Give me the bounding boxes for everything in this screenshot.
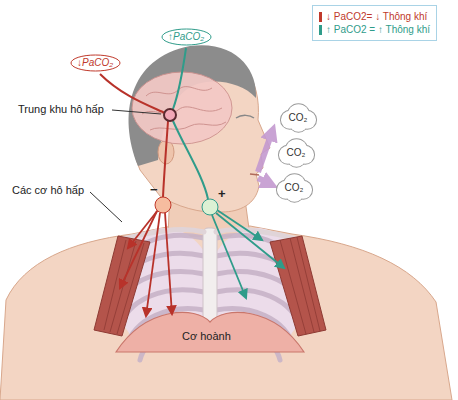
- respiratory-muscle: [94, 236, 326, 336]
- part-label: Trung khu hô hấp: [18, 103, 104, 116]
- legend-text: ↓ PaCO2= ↓ Thông khí: [326, 11, 427, 22]
- node-text: CO₂: [289, 112, 308, 124]
- stimulate-pathway: [173, 48, 186, 109]
- part-label: Các cơ hô hấp: [12, 184, 84, 197]
- cloud-fill: [283, 174, 305, 196]
- node-text: CO₂: [287, 147, 306, 159]
- node-text: ↓PaCO₂: [77, 57, 113, 69]
- diaphragm: [116, 312, 304, 352]
- leader-line: [90, 192, 122, 222]
- oval-shape: [71, 55, 120, 71]
- torso: [0, 226, 452, 400]
- leader-line: [112, 110, 161, 114]
- inhibit-pathway: [163, 121, 168, 197]
- legend-entry: ↑ PaCO2 = ↑ Thông khí: [319, 24, 430, 35]
- legend-swatch: [319, 25, 322, 35]
- legend-box: ↓ PaCO2= ↓ Thông khí ↑ PaCO2 = ↑ Thông kh…: [312, 5, 437, 41]
- stimulate-pathway: [173, 121, 208, 199]
- brain: [132, 72, 232, 144]
- legend-entry: ↓ PaCO2= ↓ Thông khí: [319, 11, 430, 22]
- stimulate-arrow: [212, 210, 284, 298]
- mouth: [250, 174, 259, 175]
- gas-level-oval: ↓PaCO₂: [70, 54, 121, 72]
- oval-shape: [162, 29, 211, 45]
- legend-swatch: [319, 12, 322, 22]
- co2-cloud: CO₂: [277, 138, 316, 168]
- inhibit-arrow: [120, 210, 172, 316]
- sternum: [203, 228, 217, 324]
- node-text: CO₂: [285, 182, 304, 194]
- legend-text: ↑ PaCO2 = ↑ Thông khí: [326, 24, 430, 35]
- part-label: +: [218, 186, 226, 202]
- cloud-shape: [287, 104, 309, 126]
- respiratory-centre: [164, 109, 176, 121]
- co2-cloud: CO₂: [275, 173, 314, 203]
- cloud-shape: [283, 174, 305, 196]
- cloud-fill: [287, 104, 309, 126]
- inhibit-pathway: [100, 74, 165, 113]
- stimulate-relay: [202, 199, 218, 215]
- cloud-shape: [285, 139, 307, 161]
- node-text: ↑PaCO₂: [168, 31, 204, 43]
- eyebrow: [236, 115, 254, 118]
- gas-level-oval: ↑PaCO₂: [161, 28, 212, 46]
- inhibit-relay: [155, 197, 171, 213]
- co2-cloud: CO₂: [279, 103, 318, 133]
- part-label: −: [150, 182, 158, 198]
- cloud-fill: [285, 139, 307, 161]
- part-label: Cơ hoành: [182, 330, 231, 343]
- exhale-arrow: [258, 132, 272, 184]
